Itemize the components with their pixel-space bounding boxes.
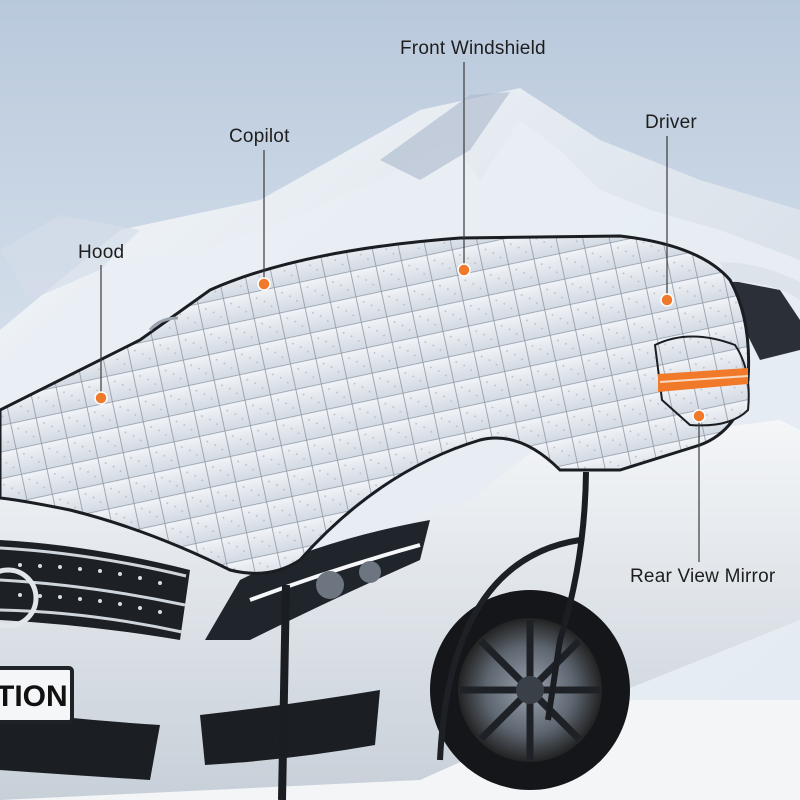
copilot-label: Copilot — [229, 126, 290, 147]
copilot-callout-dot — [257, 277, 271, 291]
driver-callout-dot — [660, 293, 674, 307]
car-body — [0, 420, 800, 800]
license-plate — [0, 666, 74, 724]
hood-label: Hood — [78, 242, 125, 263]
callout-lines — [100, 62, 700, 562]
cover-strap — [278, 584, 290, 800]
rear-view-mirror-label: Rear View Mirror — [630, 566, 776, 587]
front-windshield-label: Front Windshield — [400, 38, 546, 59]
plate-text: TION — [0, 680, 68, 713]
mirror-callout-dot — [692, 409, 706, 423]
brand-emblem — [0, 567, 39, 629]
hood-callout-dot — [94, 391, 108, 405]
windshield-callout-dot — [457, 263, 471, 277]
driver-label: Driver — [645, 112, 697, 133]
car-cover — [0, 234, 751, 575]
